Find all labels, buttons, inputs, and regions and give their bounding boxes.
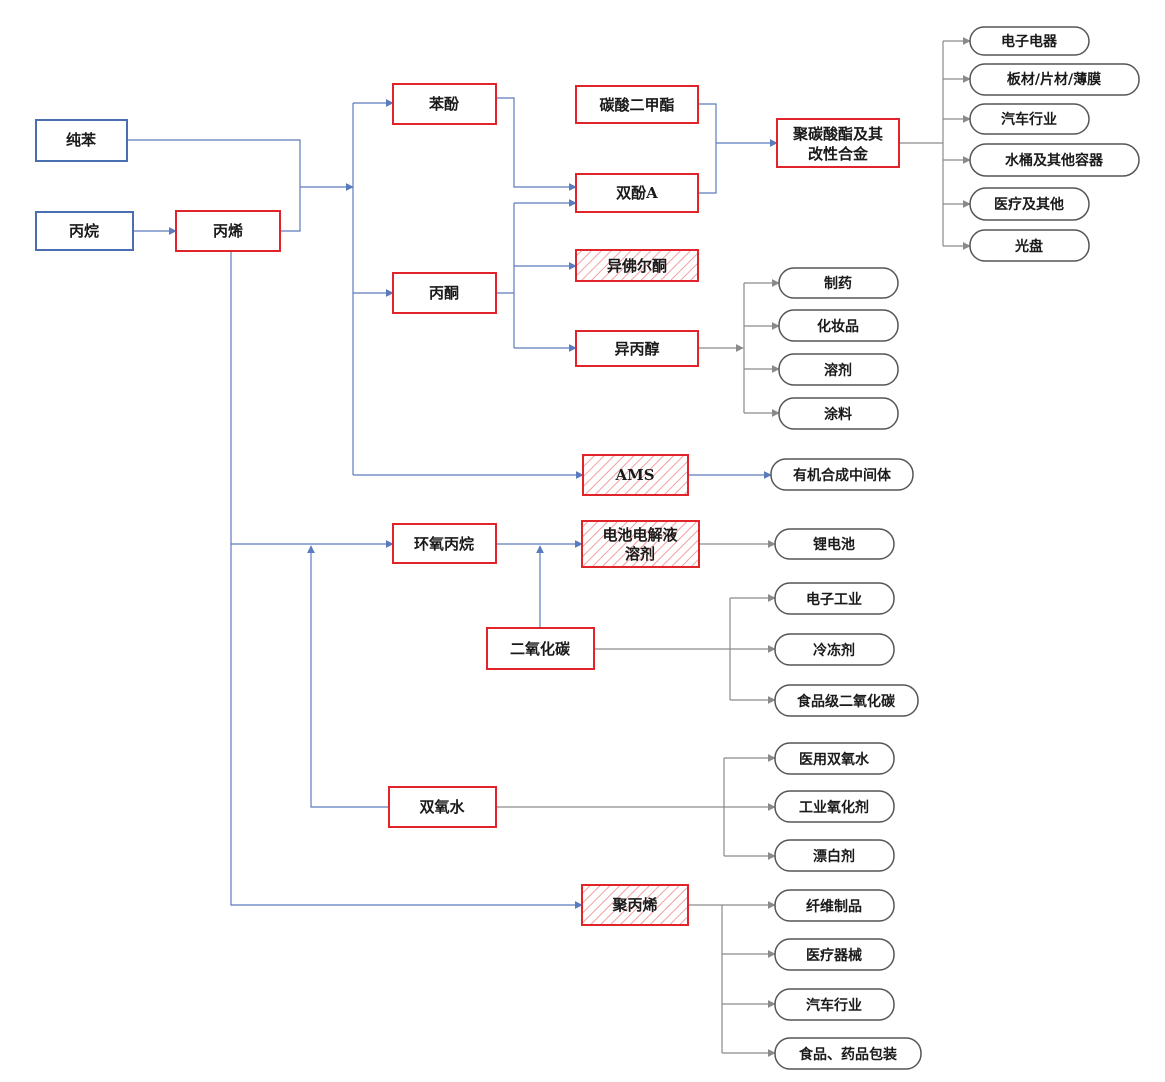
output-sheet-film: 板材/片材/薄膜 bbox=[969, 63, 1140, 96]
output-label: 涂料 bbox=[824, 406, 852, 423]
output-label: 冷冻剂 bbox=[813, 642, 855, 659]
node-dimethyl-carbonate: 碳酸二甲酯 bbox=[575, 85, 699, 124]
node-label: 双酚A bbox=[616, 184, 658, 202]
output-medical-h2o2: 医用双氧水 bbox=[774, 742, 895, 775]
node-isophorone: 异佛尔酮 bbox=[575, 249, 699, 282]
node-label: 异丙醇 bbox=[614, 340, 659, 358]
node-label: 碳酸二甲酯 bbox=[599, 96, 674, 114]
node-propane: 丙烷 bbox=[35, 211, 134, 251]
output-medical-other: 医疗及其他 bbox=[969, 187, 1090, 221]
output-label: 水桶及其他容器 bbox=[1005, 152, 1104, 169]
output-label: 汽车行业 bbox=[806, 997, 862, 1014]
output-electronics: 电子电器 bbox=[969, 26, 1090, 56]
output-label: 汽车行业 bbox=[1001, 111, 1057, 128]
gray-connectors bbox=[496, 37, 971, 1057]
output-fiber-products: 纤维制品 bbox=[774, 889, 895, 922]
node-label: 丙烯 bbox=[213, 222, 243, 240]
edge-dmc-pc bbox=[698, 103, 717, 194]
output-coatings: 涂料 bbox=[778, 397, 899, 430]
node-polypropylene: 聚丙烯 bbox=[581, 884, 689, 926]
node-ams: AMS bbox=[582, 454, 689, 496]
output-label: 锂电池 bbox=[813, 536, 855, 553]
output-electronic-industry: 电子工业 bbox=[774, 582, 895, 615]
output-cosmetics: 化妆品 bbox=[778, 309, 899, 342]
output-label: 漂白剂 bbox=[813, 848, 855, 865]
output-containers: 水桶及其他容器 bbox=[969, 143, 1140, 177]
output-lithium-battery: 锂电池 bbox=[774, 528, 895, 560]
output-label: 板材/片材/薄膜 bbox=[1007, 71, 1101, 88]
blue-connectors bbox=[127, 97, 778, 909]
output-label: 化妆品 bbox=[817, 318, 859, 335]
node-label: AMS bbox=[614, 466, 654, 484]
node-label: 苯酚 bbox=[428, 95, 460, 113]
node-propylene: 丙烯 bbox=[175, 210, 281, 252]
node-propylene-oxide: 环氧丙烷 bbox=[392, 523, 497, 564]
output-label: 食品级二氧化碳 bbox=[797, 693, 896, 710]
output-label: 工业氧化剂 bbox=[799, 799, 869, 816]
output-label: 溶剂 bbox=[824, 362, 852, 379]
output-optical-disc: 光盘 bbox=[969, 229, 1090, 262]
node-label-line-1: 聚碳酸酯及其 bbox=[792, 125, 883, 143]
node-label: 二氧化碳 bbox=[510, 640, 571, 658]
output-refrigerant: 冷冻剂 bbox=[774, 633, 895, 666]
output-label: 有机合成中间体 bbox=[793, 467, 892, 484]
output-label: 纤维制品 bbox=[806, 898, 862, 915]
output-bleach: 漂白剂 bbox=[774, 839, 895, 872]
output-solvent: 溶剂 bbox=[778, 353, 899, 386]
node-label: 纯苯 bbox=[66, 131, 97, 149]
node-label-line-1: 电池电解液 bbox=[602, 526, 678, 544]
output-automotive: 汽车行业 bbox=[969, 103, 1090, 135]
output-label: 光盘 bbox=[1014, 238, 1043, 255]
node-hydrogen-peroxide: 双氧水 bbox=[388, 786, 497, 828]
node-carbon-dioxide: 二氧化碳 bbox=[486, 627, 595, 670]
edge-propylene-merge bbox=[280, 187, 301, 232]
output-label: 医疗器械 bbox=[806, 947, 862, 964]
node-label: 环氧丙烷 bbox=[414, 535, 474, 553]
output-medical-devices: 医疗器械 bbox=[774, 938, 895, 971]
node-label-line-2: 改性合金 bbox=[808, 145, 869, 163]
node-acetone: 丙酮 bbox=[392, 272, 497, 314]
node-label-line-2: 溶剂 bbox=[625, 545, 655, 563]
edge-propylene-down bbox=[230, 252, 583, 909]
edge-phenol-bpa bbox=[496, 97, 577, 191]
node-battery-electrolyte: 电池电解液 溶剂 bbox=[581, 520, 700, 568]
output-label: 医疗及其他 bbox=[994, 196, 1064, 213]
output-label: 医用双氧水 bbox=[799, 751, 870, 768]
output-label: 电子工业 bbox=[806, 591, 862, 608]
output-pharma: 制药 bbox=[778, 267, 899, 299]
node-pure-benzene: 纯苯 bbox=[35, 119, 128, 162]
edge-h2o2-up bbox=[307, 545, 389, 808]
output-food-co2: 食品级二氧化碳 bbox=[774, 684, 919, 717]
node-polycarbonate: 聚碳酸酯及其 改性合金 bbox=[776, 118, 900, 168]
output-food-pharma-packaging: 食品、药品包装 bbox=[774, 1037, 922, 1070]
node-label: 丙烷 bbox=[69, 222, 99, 240]
output-automotive-2: 汽车行业 bbox=[774, 988, 895, 1021]
output-industrial-oxidizer: 工业氧化剂 bbox=[774, 790, 895, 823]
output-label: 食品、药品包装 bbox=[799, 1046, 898, 1063]
edge-benzene-merge bbox=[127, 139, 301, 187]
node-isopropanol: 异丙醇 bbox=[575, 330, 699, 367]
node-phenol: 苯酚 bbox=[392, 83, 497, 125]
node-label: 异佛尔酮 bbox=[607, 257, 667, 275]
output-organic-intermediate: 有机合成中间体 bbox=[770, 458, 914, 491]
node-label: 聚丙烯 bbox=[611, 896, 657, 914]
node-label: 丙酮 bbox=[429, 284, 459, 302]
output-label: 电子电器 bbox=[1001, 33, 1058, 50]
node-bisphenol-a: 双酚A bbox=[575, 173, 699, 213]
output-label: 制药 bbox=[824, 275, 852, 292]
node-label: 双氧水 bbox=[419, 798, 465, 816]
